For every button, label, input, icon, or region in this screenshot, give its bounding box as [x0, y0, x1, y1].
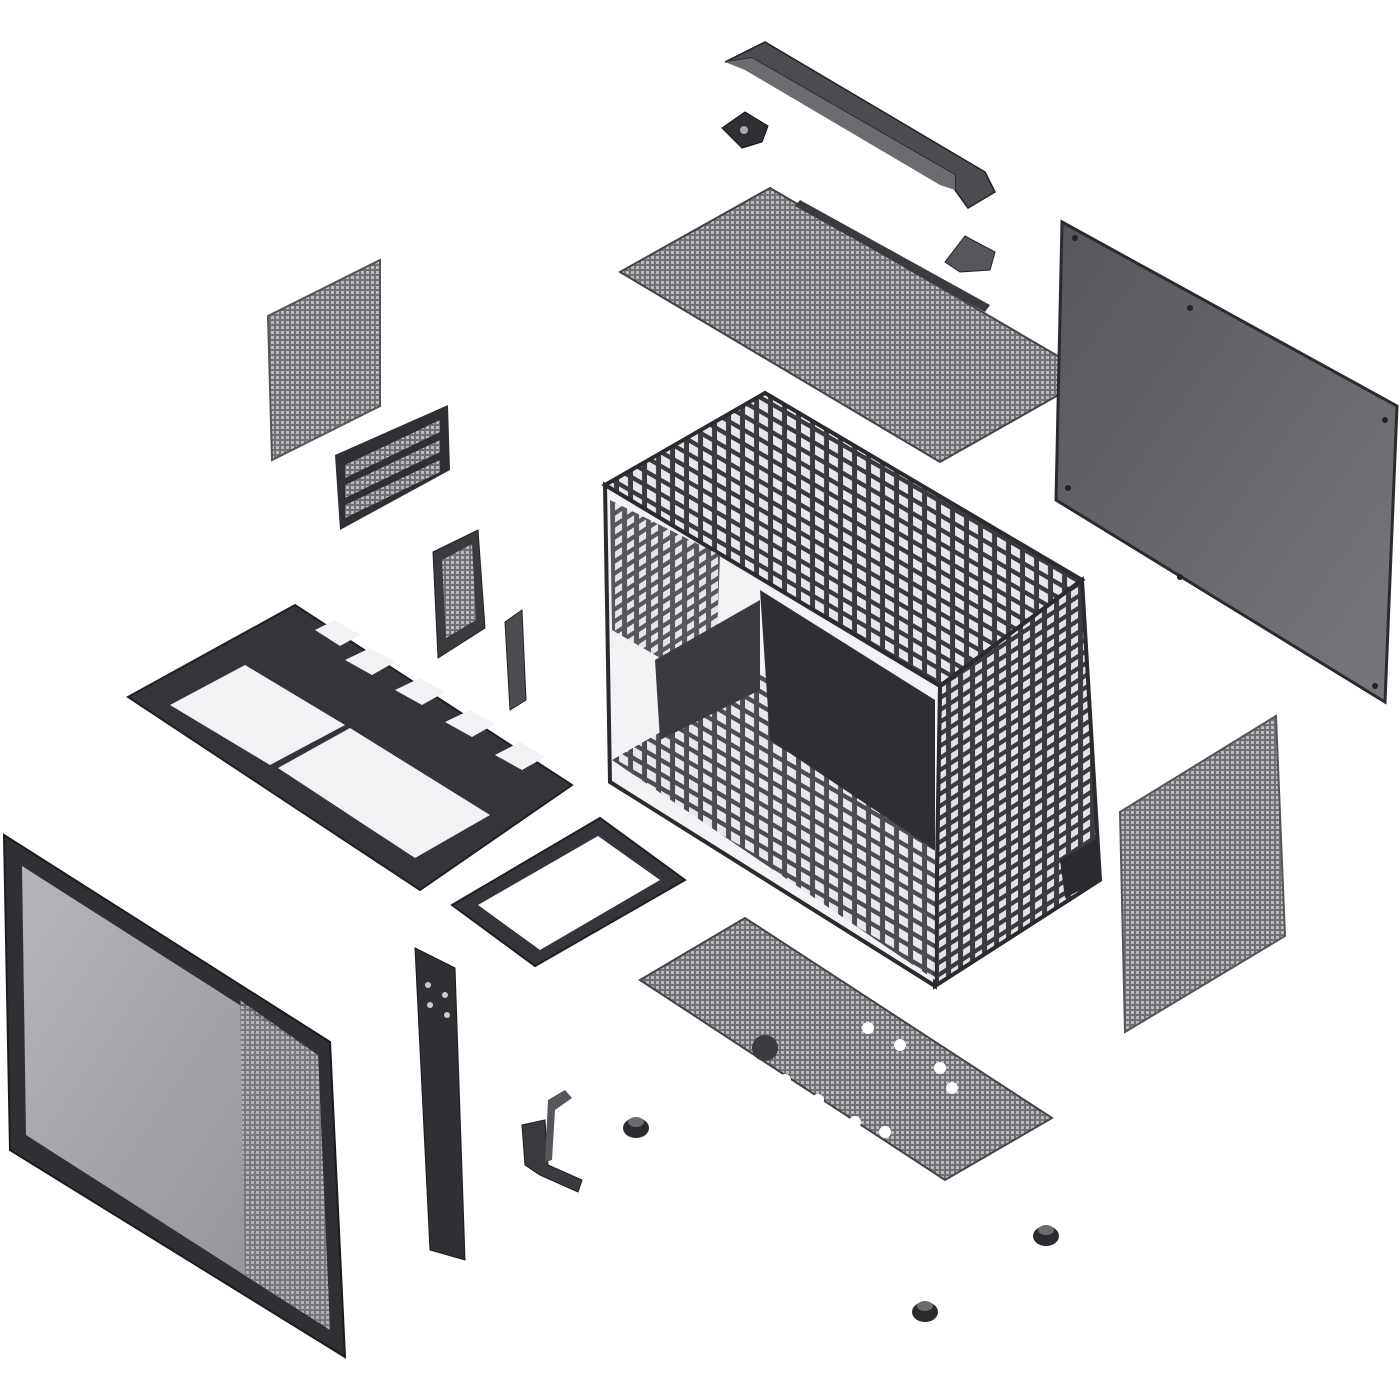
gpu-vertical-bracket	[414, 947, 466, 1261]
top-clip	[721, 111, 769, 149]
hook-bracket	[521, 1090, 583, 1193]
pci-slot-covers	[335, 405, 450, 530]
left-glass-panel	[2, 833, 347, 1359]
foot	[623, 1117, 649, 1138]
bottom-mesh-panel	[638, 916, 1054, 1182]
foot	[1033, 1225, 1059, 1246]
top-bracket-bar	[724, 41, 996, 209]
right-dust-filter	[1118, 714, 1287, 1034]
top-mesh-panel	[617, 186, 1095, 464]
psu-bracket-frame	[450, 816, 687, 968]
thin-bracket	[504, 609, 527, 711]
foot	[912, 1301, 938, 1322]
top-corner-bracket	[944, 235, 996, 273]
feet	[623, 1117, 1059, 1322]
left-dust-filter	[266, 258, 381, 462]
small-vertical-bracket	[432, 529, 486, 659]
motherboard-tray	[126, 603, 574, 892]
right-side-panel	[1054, 219, 1399, 705]
chassis	[601, 390, 1103, 990]
